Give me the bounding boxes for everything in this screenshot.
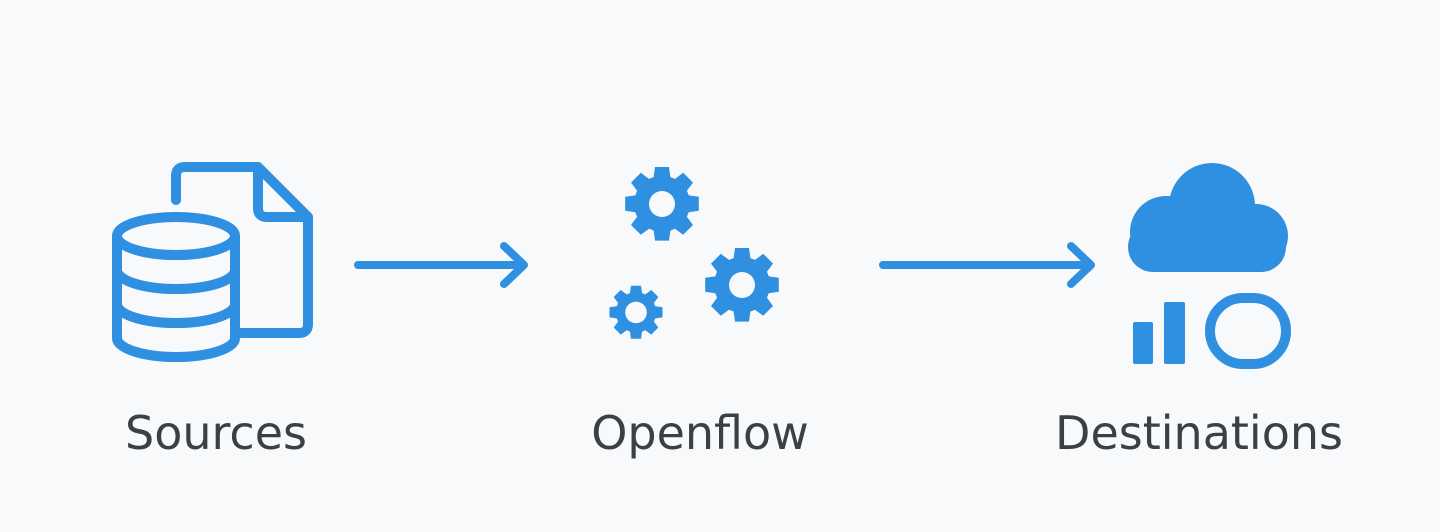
gear-medium-icon bbox=[705, 248, 779, 322]
arrow-sources-to-openflow bbox=[354, 242, 528, 288]
cloud-icon bbox=[1128, 163, 1288, 272]
gear-large-icon bbox=[625, 167, 699, 241]
destinations-label: Destinations bbox=[1055, 406, 1343, 460]
arrow-openflow-to-destinations bbox=[879, 242, 1095, 288]
bar-chart-icon bbox=[1133, 302, 1185, 364]
cloud-analytics-icon bbox=[1128, 163, 1291, 369]
toggle-icon bbox=[1205, 293, 1291, 369]
gear-small-icon bbox=[609, 285, 663, 339]
sources-label: Sources bbox=[125, 406, 307, 460]
openflow-label: Openflow bbox=[591, 406, 809, 460]
database-icon bbox=[112, 212, 240, 362]
database-document-icon bbox=[112, 162, 313, 362]
gears-icon bbox=[609, 167, 779, 339]
document-icon bbox=[171, 162, 313, 338]
